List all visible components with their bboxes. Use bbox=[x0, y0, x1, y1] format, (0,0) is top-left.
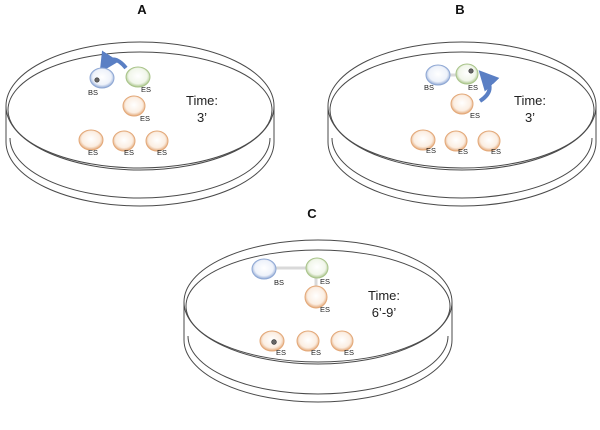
petri-dish bbox=[5, 41, 275, 207]
cell-label: ES bbox=[458, 147, 468, 156]
cell-label: BS bbox=[88, 88, 98, 97]
petri-dish bbox=[327, 41, 597, 207]
cell-label: ES bbox=[140, 114, 150, 123]
transfer-arrow bbox=[478, 70, 500, 103]
cell-bs: BS bbox=[88, 67, 115, 97]
cell-label: ES bbox=[88, 148, 98, 157]
cell-es: ES bbox=[304, 285, 330, 314]
time-value: 6’-9’ bbox=[372, 305, 397, 320]
panel-c: C BS ES ES ES ES bbox=[183, 206, 453, 403]
cell-es: ES bbox=[296, 330, 321, 357]
cell-es: ES bbox=[112, 130, 136, 157]
transfer-arrow bbox=[99, 50, 128, 73]
cell-label: ES bbox=[311, 348, 321, 357]
panel-label: B bbox=[455, 2, 464, 17]
panel-label: C bbox=[307, 206, 317, 221]
cell-es: ES bbox=[444, 130, 468, 156]
time-label: Time: bbox=[368, 288, 400, 303]
cell-es-green: ES bbox=[305, 257, 330, 286]
time-value: 3’ bbox=[525, 110, 535, 125]
cell-label: ES bbox=[141, 85, 151, 94]
cell-bs: BS bbox=[424, 64, 451, 92]
cell-label: ES bbox=[320, 277, 330, 286]
cell-es: ES bbox=[450, 93, 480, 120]
time-label: Time: bbox=[186, 93, 218, 108]
cell-es: ES bbox=[78, 129, 104, 157]
cell-label: BS bbox=[424, 83, 434, 92]
cell-label: BS bbox=[274, 278, 284, 287]
time-value: 3’ bbox=[197, 110, 207, 125]
cell-label: ES bbox=[320, 305, 330, 314]
cell-label: ES bbox=[157, 148, 167, 157]
cell-es: ES bbox=[122, 95, 150, 123]
cell-label: ES bbox=[426, 146, 436, 155]
cell-label: ES bbox=[276, 348, 286, 357]
cell-es: ES bbox=[259, 330, 286, 357]
cell-es: ES bbox=[145, 130, 169, 157]
panel-b: B BS ES ES ES bbox=[327, 2, 597, 207]
cell-es-green: ES bbox=[125, 66, 151, 94]
cell-es: ES bbox=[477, 130, 501, 156]
cell-bs: BS bbox=[251, 258, 284, 287]
cell-label: ES bbox=[470, 111, 480, 120]
panel-label: A bbox=[137, 2, 147, 17]
cell-es: ES bbox=[410, 129, 436, 155]
panel-a: A BS ES ES ES ES bbox=[5, 2, 275, 207]
cell-es-green: ES bbox=[455, 63, 479, 92]
cell-label: ES bbox=[468, 83, 478, 92]
cell-label: ES bbox=[344, 348, 354, 357]
cell-es: ES bbox=[330, 330, 354, 357]
time-label: Time: bbox=[514, 93, 546, 108]
petri-dish bbox=[183, 239, 453, 403]
cell-label: ES bbox=[124, 148, 134, 157]
cell-label: ES bbox=[491, 147, 501, 156]
